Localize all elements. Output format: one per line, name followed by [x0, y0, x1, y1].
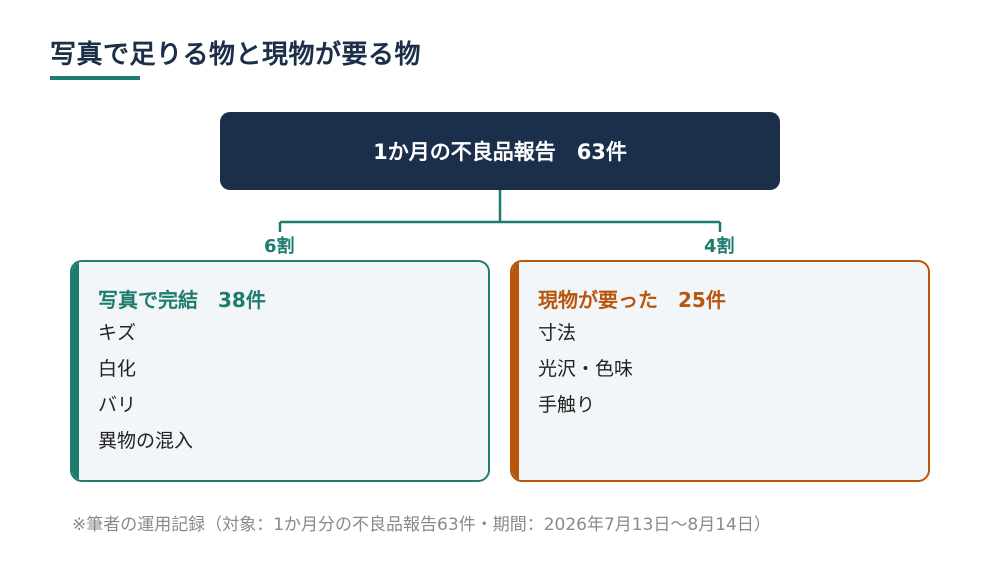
list-item: 白化 [98, 358, 137, 380]
list-item: 手触り [538, 394, 596, 416]
card-accent-bar [72, 262, 79, 480]
list-item: 光沢・色味 [538, 358, 634, 380]
list-item: バリ [98, 394, 137, 416]
page-title: 写真で足りる物と現物が要る物 [50, 40, 422, 70]
physical-needed-card: 現物が要った 25件 寸法 光沢・色味 手触り [510, 260, 930, 482]
right-share-label: 4割 [700, 232, 739, 258]
list-item: キズ [98, 322, 137, 344]
footnote: ※筆者の運用記録（対象：1か月分の不良品報告63件・期間：2026年7月13日〜… [72, 515, 771, 535]
list-item: 異物の混入 [98, 430, 194, 452]
photo-sufficient-heading: 写真で完結 38件 [98, 288, 266, 312]
total-reports-box: 1か月の不良品報告 63件 [220, 112, 780, 190]
physical-needed-heading: 現物が要った 25件 [538, 288, 726, 312]
left-share-label: 6割 [260, 232, 299, 258]
list-item: 寸法 [538, 322, 577, 344]
photo-sufficient-list: キズ 白化 バリ 異物の混入 [98, 320, 193, 464]
card-accent-bar [512, 262, 519, 480]
physical-needed-list: 寸法 光沢・色味 手触り [538, 320, 633, 428]
total-reports-label: 1か月の不良品報告 63件 [373, 140, 627, 164]
title-underline [50, 76, 140, 80]
photo-sufficient-card: 写真で完結 38件 キズ 白化 バリ 異物の混入 [70, 260, 490, 482]
